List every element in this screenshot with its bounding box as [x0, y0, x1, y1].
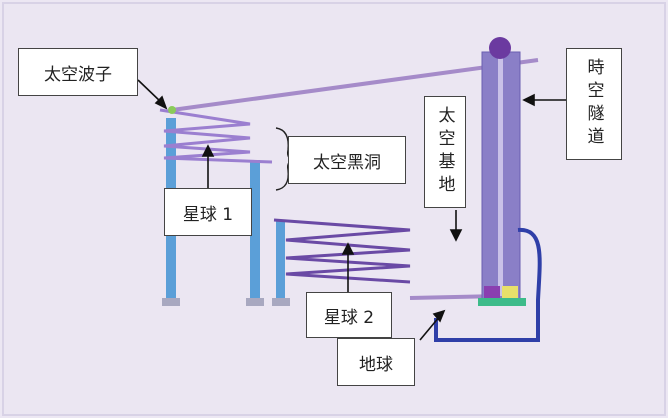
arrowhead-time-tunnel: [522, 93, 535, 107]
label-space-wave: 太空波子: [18, 48, 138, 96]
arrow-earth: [419, 315, 441, 341]
pillar-star2: [276, 220, 285, 300]
pillar-foot-1: [162, 298, 180, 306]
tower-plinth: [478, 298, 526, 306]
pillar-foot-2: [246, 298, 264, 306]
label-star1: 星球 1: [164, 188, 252, 236]
arrowhead-star1: [201, 144, 215, 157]
tower-top-ball: [489, 37, 511, 59]
time-tunnel-tower: [478, 37, 526, 306]
pillar-foot-3: [272, 298, 290, 306]
arrowhead-star2: [341, 242, 355, 255]
label-space-black-hole: 太空黑洞: [288, 136, 406, 184]
arrowhead-space-base: [449, 229, 463, 242]
space-wave-dot: [168, 106, 176, 114]
arrows: [137, 79, 566, 341]
blue-cable: [434, 227, 542, 342]
label-space-base: 太空基地: [424, 96, 466, 208]
tower-shaft: [498, 56, 503, 296]
arrowhead-earth: [432, 309, 446, 323]
tower-base-left: [484, 286, 500, 298]
space-wave-beam: [171, 58, 539, 112]
pillar-right-1: [250, 160, 260, 300]
label-star2: 星球 2: [306, 292, 392, 338]
label-earth: 地球: [337, 338, 415, 386]
arrowhead-space-wave: [154, 95, 168, 110]
arrow-space-wave: [137, 79, 163, 104]
tower-base-right: [502, 286, 518, 298]
label-time-tunnel: 時空隧道: [566, 48, 622, 160]
black-hole-spring: [159, 108, 273, 164]
